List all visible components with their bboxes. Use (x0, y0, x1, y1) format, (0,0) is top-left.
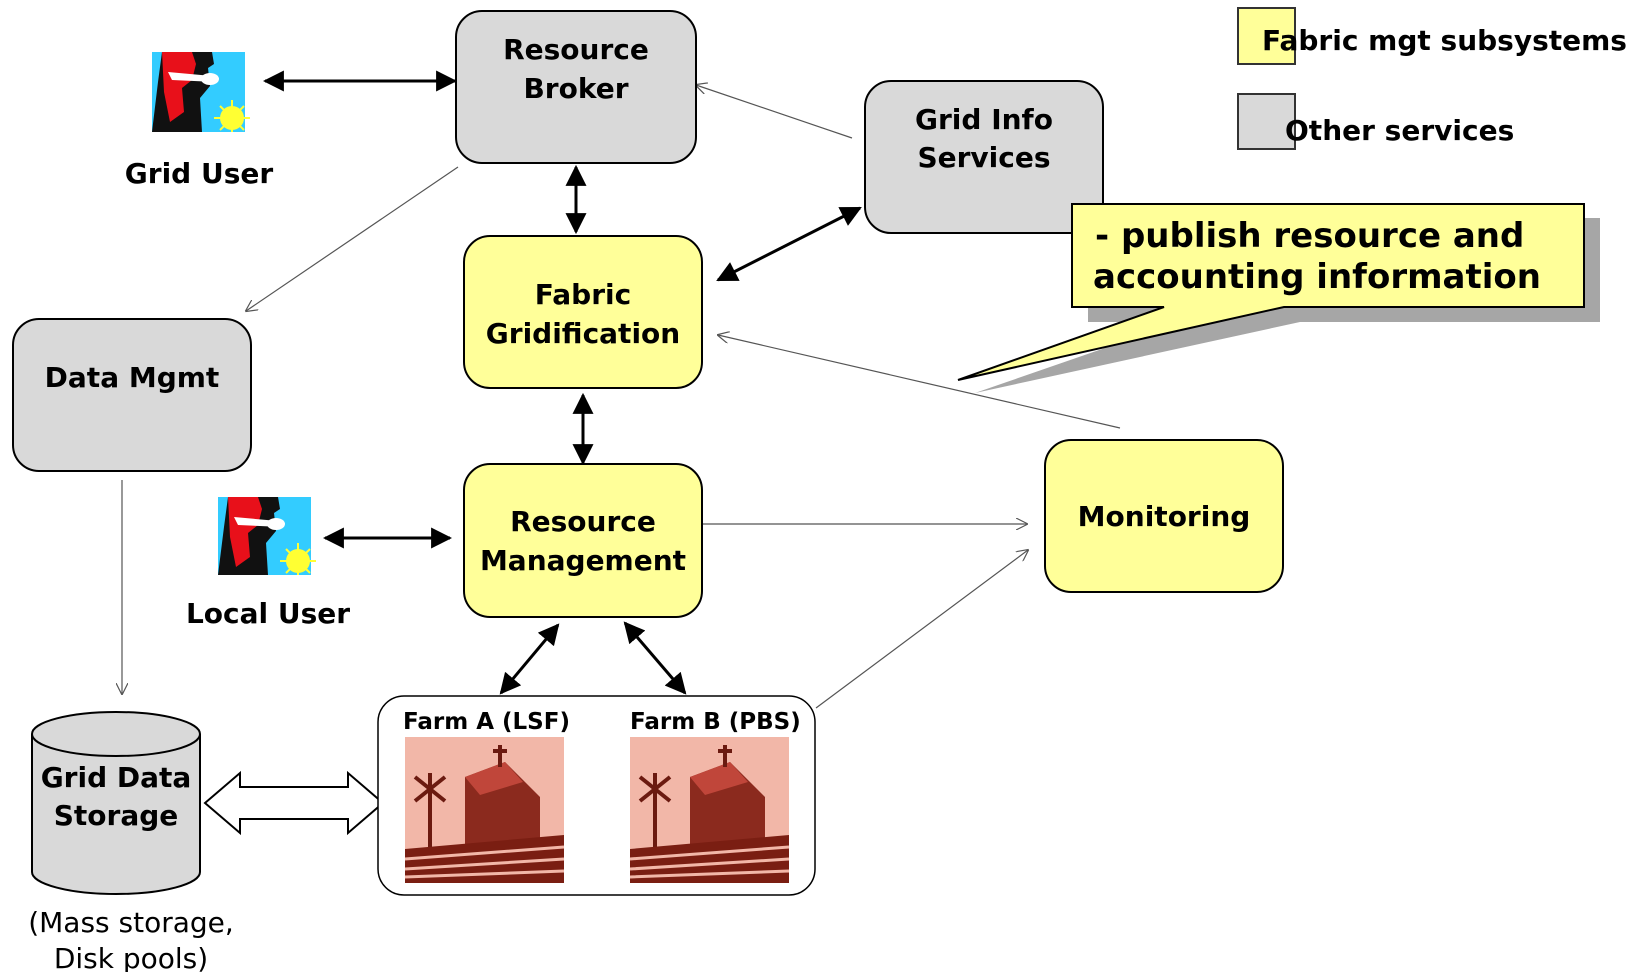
farm-b-barn-icon (629, 737, 790, 883)
storage-note-2: Disk pools) (54, 942, 208, 972)
legend-other-label: Other services (1285, 114, 1514, 147)
fabric-gridification-label-2: Gridification (486, 317, 680, 350)
legend-fabric-swatch (1237, 7, 1296, 65)
broker-to-datamgmt-line (246, 166, 459, 311)
resource-management-label-1: Resource (510, 505, 656, 538)
resmgmt-farmB-arrow (623, 621, 687, 695)
grid-info-services-box[interactable]: Grid Info Services (864, 80, 1104, 234)
grid-info-label-2: Services (917, 141, 1050, 174)
gridinfo-to-broker-line (696, 85, 853, 139)
callout-line-2: accounting information (1093, 257, 1541, 297)
monitoring-to-gridification-line (718, 335, 1121, 429)
farm-a-barn-icon (404, 737, 565, 883)
farms-to-monitoring-line (815, 550, 1028, 709)
callout-line-1: - publish resource and (1095, 216, 1524, 256)
legend-fabric-label: Fabric mgt subsystems (1262, 24, 1627, 57)
grid-data-storage-cylinder[interactable]: Grid Data Storage (31, 711, 201, 895)
farm-a-label: Farm A (LSF) (403, 709, 570, 735)
fabric-gridification-box[interactable]: Fabric Gridification (463, 235, 703, 389)
grid-user-label: Grid User (125, 157, 274, 190)
data-mgmt-box[interactable]: Data Mgmt (12, 318, 252, 472)
storage-note-1: (Mass storage, (28, 906, 234, 939)
legend-other-swatch (1237, 93, 1296, 150)
farm-b-label: Farm B (PBS) (630, 709, 801, 735)
publish-callout: - publish resource and accounting inform… (957, 203, 1600, 393)
grid-user-icon (152, 52, 250, 132)
fabric-gridification-label-1: Fabric (535, 278, 631, 311)
resource-broker-box[interactable]: Resource Broker (455, 10, 697, 164)
data-mgmt-label: Data Mgmt (45, 361, 220, 394)
storage-farms-block-arrow (203, 770, 385, 836)
storage-label-1: Grid Data (41, 761, 192, 794)
monitoring-box[interactable]: Monitoring (1044, 439, 1284, 593)
farms-container[interactable]: Farm A (LSF) Farm B (PBS) (377, 695, 816, 896)
storage-label-2: Storage (54, 799, 179, 832)
local-user-icon (218, 497, 316, 575)
gridification-gridinfo-arrow (716, 206, 862, 282)
monitoring-label: Monitoring (1078, 500, 1251, 533)
resmgmt-farmA-arrow (499, 623, 560, 695)
callout-body (957, 203, 1585, 381)
resource-broker-label-1: Resource (503, 33, 649, 66)
resource-broker-label-2: Broker (523, 72, 628, 105)
local-user-label: Local User (186, 597, 350, 630)
resource-management-label-2: Management (480, 544, 686, 577)
grid-info-label-1: Grid Info (915, 103, 1053, 136)
resource-management-box[interactable]: Resource Management (463, 463, 703, 618)
